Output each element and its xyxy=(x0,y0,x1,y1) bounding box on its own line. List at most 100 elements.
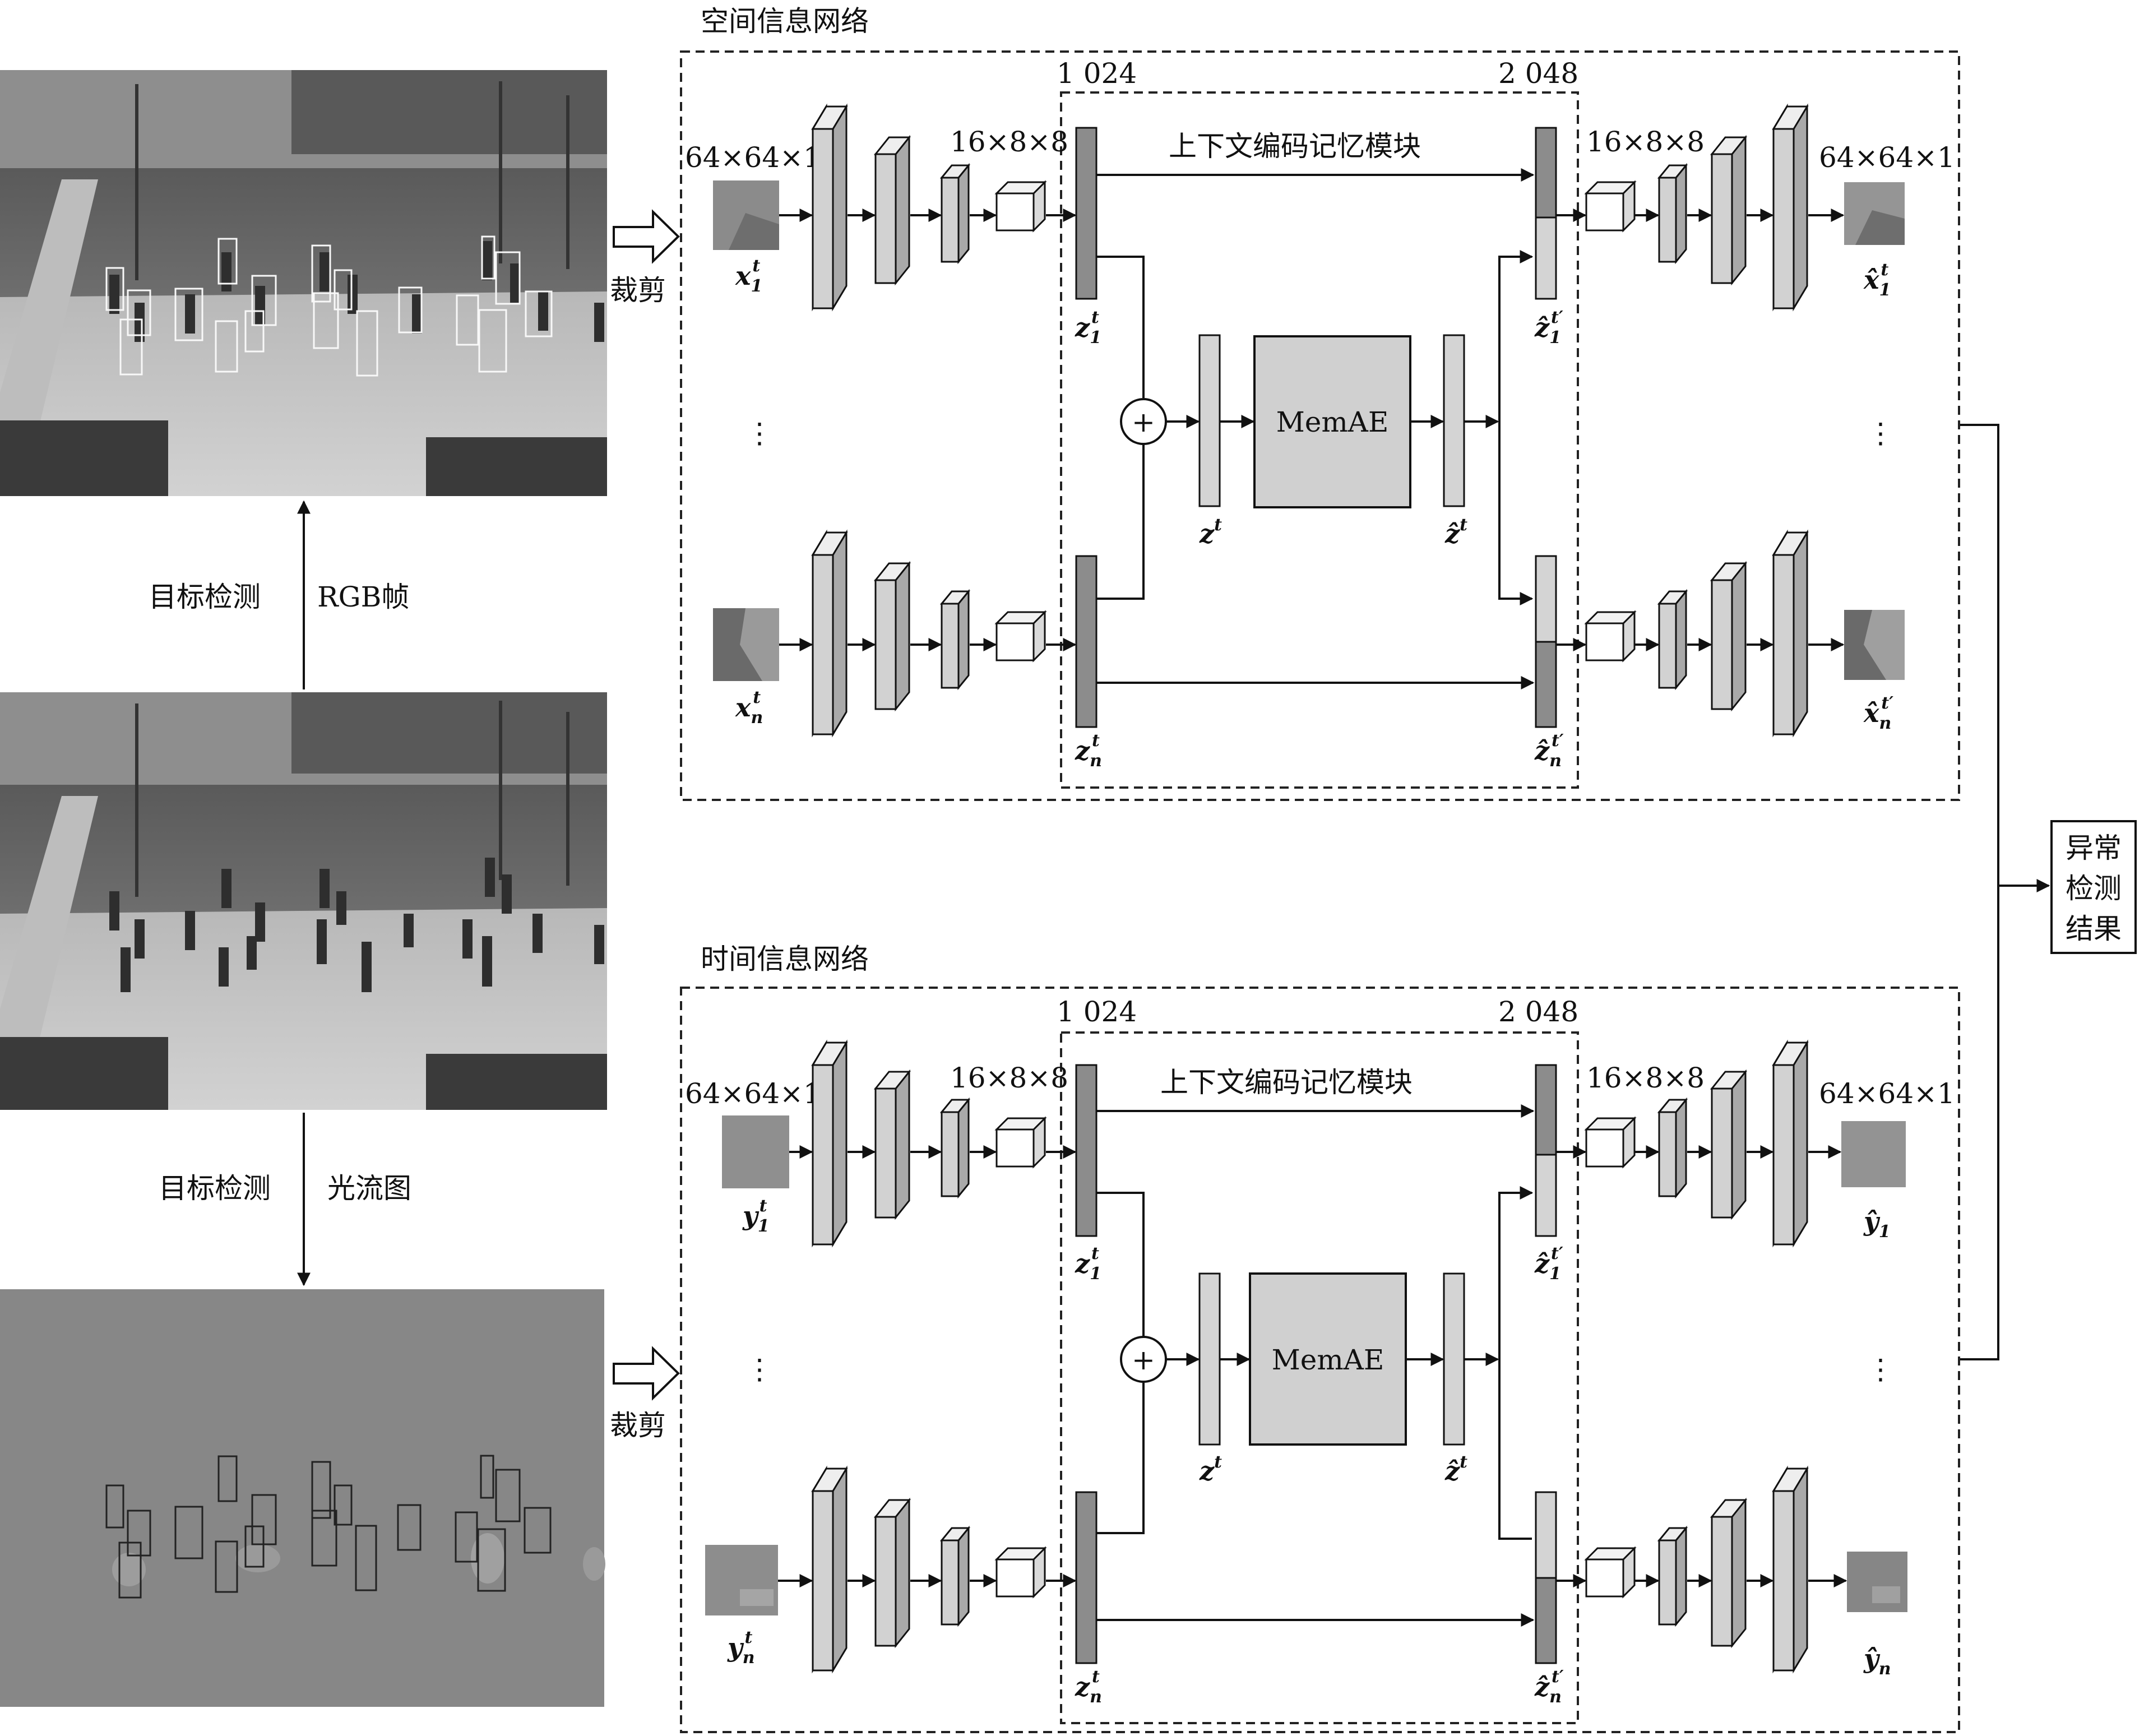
temporal-1024: 1 024 xyxy=(1057,996,1137,1028)
svg-text:+: + xyxy=(1132,1344,1155,1376)
enc-layer-3n xyxy=(941,590,970,689)
temporal-dim-enc: 16×8×8 xyxy=(950,1062,1068,1094)
temporal-dim-dec: 16×8×8 xyxy=(1586,1062,1705,1094)
crop-arrow-temporal xyxy=(613,1346,680,1401)
label-zn: znt xyxy=(1075,731,1102,771)
enc-layer-3 xyxy=(941,164,970,263)
temporal-2048: 2 048 xyxy=(1498,996,1578,1028)
t-ellipsis-left: ⋮ xyxy=(745,1353,774,1386)
svg-text:+: + xyxy=(1132,406,1155,438)
result-line-2: 检测 xyxy=(2066,872,2122,905)
z1-bar xyxy=(1075,127,1098,300)
label-yn: ynt xyxy=(727,1628,755,1668)
t-dec-cube xyxy=(1585,1117,1636,1168)
t-z1-hat-light xyxy=(1535,1154,1557,1237)
t-dec-layer-3 xyxy=(1658,1099,1687,1197)
result-line-1: 异常 xyxy=(2066,832,2122,864)
label-zn-hat: ẑnt′ xyxy=(1534,731,1564,771)
label-tz-hat: ẑt xyxy=(1444,1452,1467,1486)
crop-label-temporal: 裁剪 xyxy=(610,1409,666,1442)
t-dec-layer-1 xyxy=(1772,1041,1808,1246)
label-x1: x1t xyxy=(735,256,762,296)
patch-y1-hat xyxy=(1841,1121,1906,1187)
t-enc-layer-1n xyxy=(812,1468,848,1672)
label-y1-hat: ŷ1 xyxy=(1863,1206,1891,1242)
enc-cube xyxy=(995,181,1046,232)
t-memae-block xyxy=(1249,1272,1407,1446)
label-tz1: z1t xyxy=(1075,1244,1101,1284)
label-x1-hat: x̂1t xyxy=(1863,260,1891,300)
t-enc-layer-2n xyxy=(874,1499,910,1647)
flow-map-label: 光流图 xyxy=(327,1172,411,1205)
dec-layer-1n xyxy=(1772,531,1808,735)
z-bar xyxy=(1198,334,1221,507)
spatial-2048: 2 048 xyxy=(1498,57,1578,90)
label-z1: z1t xyxy=(1075,308,1101,348)
temporal-module-label: 上下文编码记忆模块 xyxy=(1160,1066,1413,1099)
t-zn-hat-light xyxy=(1535,1491,1557,1579)
label-z1-hat: ẑ1t′ xyxy=(1534,308,1563,348)
zn-hat-dark xyxy=(1535,641,1557,728)
spatial-module-label: 上下文编码记忆模块 xyxy=(1169,130,1421,163)
t-ellipsis-right: ⋮ xyxy=(1867,1353,1895,1386)
optical-flow-image xyxy=(0,1289,605,1707)
t-dec-cube-n xyxy=(1585,1547,1636,1598)
t-enc-layer-1 xyxy=(812,1041,848,1246)
label-tz: zt xyxy=(1199,1452,1222,1486)
dec-layer-2n xyxy=(1711,562,1747,710)
t-dec-layer-2 xyxy=(1711,1071,1747,1219)
crop-label-spatial: 裁剪 xyxy=(610,274,666,307)
spatial-dim-out: 64×64×1 xyxy=(1819,141,1955,174)
t-enc-layer-2 xyxy=(874,1071,910,1219)
enc-layer-2n xyxy=(874,562,910,710)
t-z1-bar xyxy=(1075,1064,1098,1237)
result-box xyxy=(2050,820,2137,954)
dec-layer-1 xyxy=(1772,105,1808,309)
t-zn-bar xyxy=(1075,1491,1098,1664)
dec-cube xyxy=(1585,181,1636,232)
label-yn-hat: ŷn xyxy=(1863,1644,1891,1679)
svg-text:MemAE: MemAE xyxy=(1276,406,1389,438)
label-tzn: znt xyxy=(1075,1667,1102,1707)
detect-label-rgb: 目标检测 xyxy=(149,581,261,613)
t-dec-layer-2n xyxy=(1711,1499,1747,1647)
label-y1: y1t xyxy=(742,1196,770,1236)
t-enc-cube-n xyxy=(995,1547,1046,1598)
enc-layer-1 xyxy=(812,105,848,309)
dec-cube-n xyxy=(1585,611,1636,661)
label-xn: xnt xyxy=(735,688,763,728)
t-dec-layer-1n xyxy=(1772,1468,1808,1672)
dec-layer-2 xyxy=(1711,136,1747,284)
spatial-dim-in: 64×64×1 xyxy=(685,141,821,174)
enc-cube-n xyxy=(995,611,1046,661)
ellipsis-right: ⋮ xyxy=(1867,417,1895,450)
temporal-network: 时间信息网络 1 024 2 048 上下文编码记忆模块 64×64×1 16×… xyxy=(680,943,1960,1733)
svg-text:MemAE: MemAE xyxy=(1272,1344,1384,1376)
spatial-1024: 1 024 xyxy=(1057,57,1137,90)
t-enc-layer-3 xyxy=(941,1099,970,1197)
raw-frame-image xyxy=(0,692,607,1110)
spatial-title: 空间信息网络 xyxy=(701,5,869,38)
t-enc-layer-3n xyxy=(941,1527,970,1626)
t-zn-hat-dark xyxy=(1535,1577,1557,1664)
rgb-frame-image xyxy=(0,70,607,496)
spatial-dim-enc: 16×8×8 xyxy=(950,126,1068,158)
z1-hat-dark xyxy=(1535,127,1557,219)
patch-y1 xyxy=(722,1115,789,1188)
dec-layer-3n xyxy=(1658,590,1687,689)
result-line-3: 结果 xyxy=(2066,913,2122,945)
label-tzn-hat: ẑnt′ xyxy=(1534,1667,1564,1707)
label-tz1-hat: ẑ1t′ xyxy=(1534,1244,1563,1284)
t-z-bar xyxy=(1198,1272,1221,1446)
t-z1-hat-dark xyxy=(1535,1064,1557,1156)
temporal-dim-out: 64×64×1 xyxy=(1819,1077,1955,1110)
t-enc-cube xyxy=(995,1117,1046,1168)
label-xn-hat: x̂nt′ xyxy=(1863,693,1893,733)
enc-layer-2 xyxy=(874,136,910,284)
z1-hat-light xyxy=(1535,216,1557,300)
spatial-network: 空间信息网络 1 024 2 048 上下文编码记忆模块 64×64×1 16×… xyxy=(680,5,1960,801)
zn-bar xyxy=(1075,555,1098,728)
ellipsis-left: ⋮ xyxy=(745,417,774,450)
label-z-hat: ẑt xyxy=(1444,515,1467,549)
